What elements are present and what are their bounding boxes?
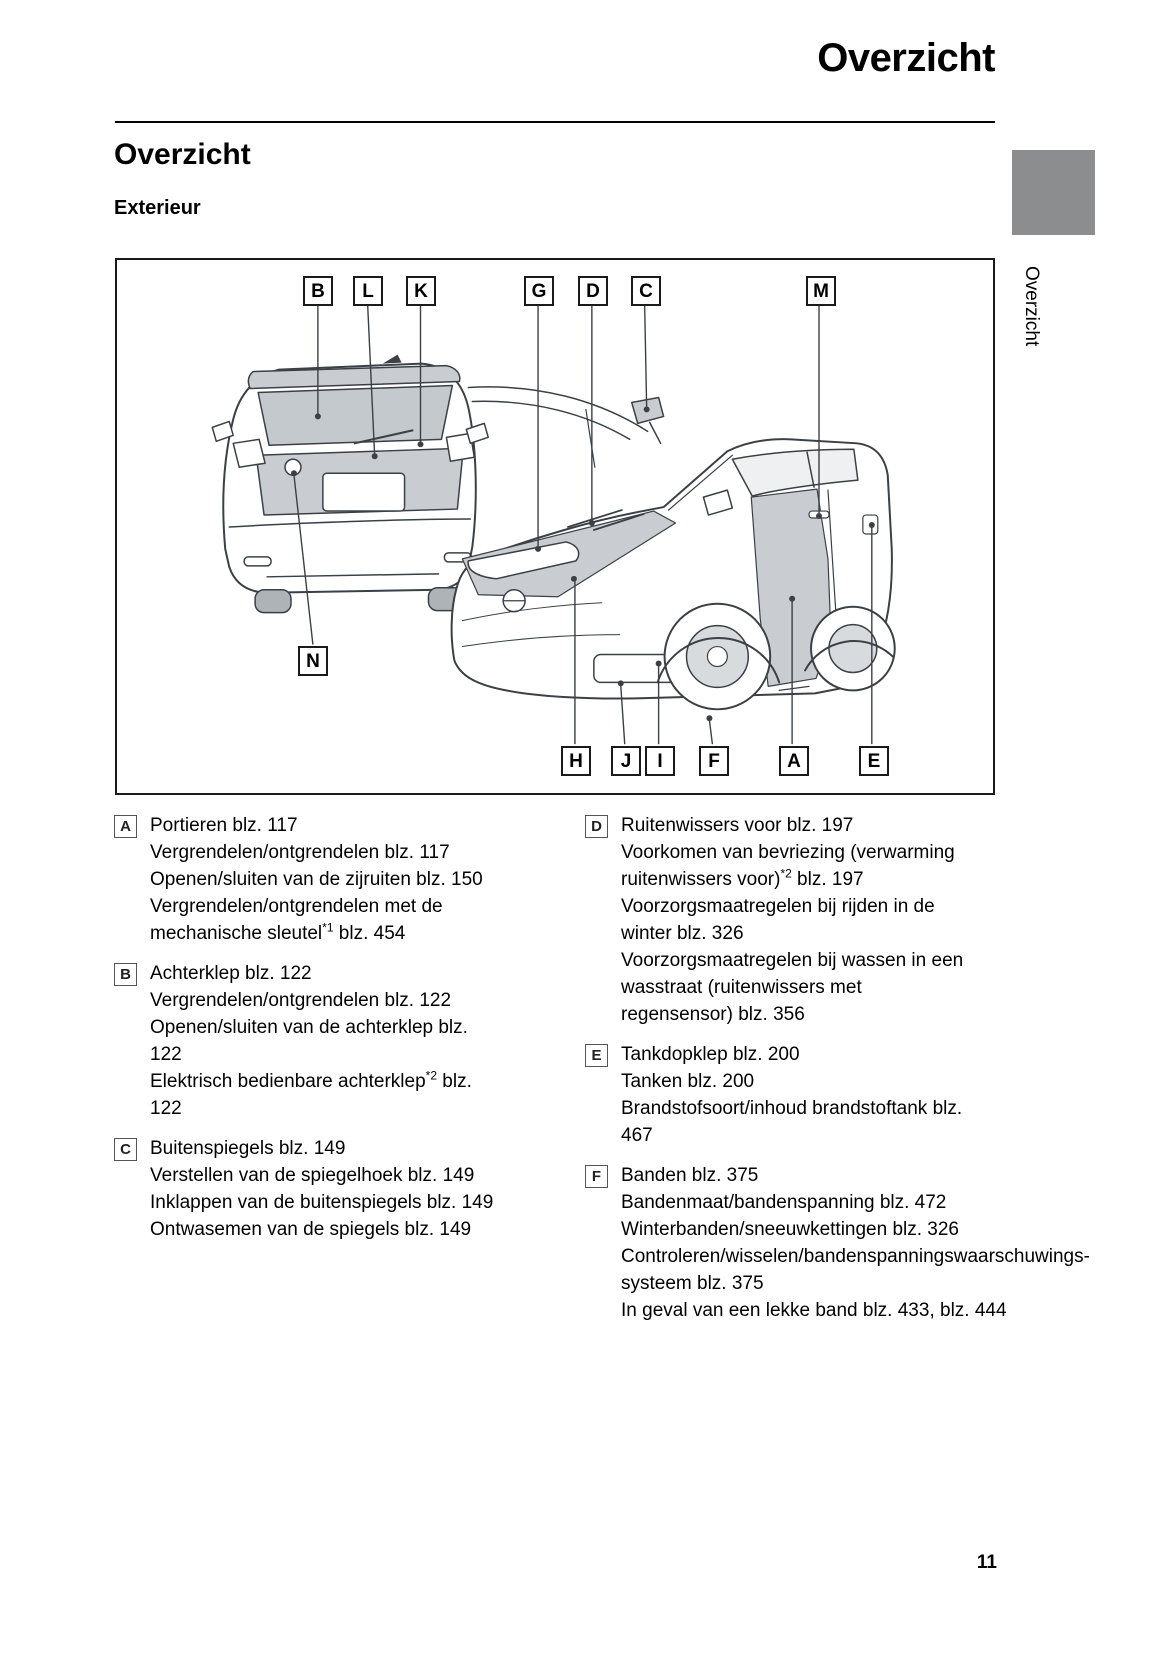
legend-entry: In geval van een lekke band blz. 433, bl… xyxy=(621,1300,1007,1321)
section-title: Overzicht xyxy=(114,138,251,171)
legend-key-D: D xyxy=(585,815,608,838)
page-header-title: Overzicht xyxy=(817,36,995,80)
page-number: 11 xyxy=(976,1552,997,1573)
legend-entry: Inklappen van de buitenspiegels blz. 149 xyxy=(150,1192,494,1213)
legend-entries-B: Achterklep blz. 122 Vergrendelen/ontgren… xyxy=(150,960,496,1122)
callout-box-H: H xyxy=(561,746,591,776)
legend-entry: Vergrendelen/ontgrendelen blz. 117 xyxy=(150,842,450,863)
legend-entry: Voorzorgsmaatregelen bij wassen in een w… xyxy=(621,950,964,1025)
callout-dots xyxy=(290,406,875,722)
callout-box-A: A xyxy=(779,746,809,776)
callout-box-N: N xyxy=(298,646,328,676)
legend-entries-A: Portieren blz. 117 Vergrendelen/ontgrend… xyxy=(150,812,496,947)
callout-lines xyxy=(293,305,873,745)
legend-entries-F: Banden blz. 375 Bandenmaat/bandenspannin… xyxy=(621,1162,1090,1324)
callout-box-F: F xyxy=(699,746,729,776)
legend-entry: Vergrendelen/ontgrendelen met de mechani… xyxy=(150,896,443,944)
legend-item-B: B Achterklep blz. 122 Vergrendelen/ontgr… xyxy=(114,960,496,1122)
legend-entry: Bandenmaat/bandenspanning blz. 472 xyxy=(621,1192,947,1213)
exterior-diagram: B L K G D C M N H J I F A E xyxy=(115,258,995,795)
legend-entries-E: Tankdopklep blz. 200 Tanken blz. 200 Bra… xyxy=(621,1041,975,1149)
legend-key-C: C xyxy=(114,1138,137,1161)
legend-item-A: A Portieren blz. 117 Vergrendelen/ontgre… xyxy=(114,812,496,947)
legend-entry: Brandstofsoort/inhoud brandstoftank blz.… xyxy=(621,1098,963,1146)
callout-box-B: B xyxy=(303,276,333,306)
callout-box-J: J xyxy=(611,746,641,776)
legend-entry: Elektrisch bedienbare achterklep*2 blz. … xyxy=(150,1068,472,1119)
legend-column-left: A Portieren blz. 117 Vergrendelen/ontgre… xyxy=(114,812,496,1324)
legend-entry: Vergrendelen/ontgrendelen blz. 122 xyxy=(150,990,452,1011)
car-rear-view-art xyxy=(211,354,489,614)
legend-key-E: E xyxy=(585,1044,608,1067)
legend-entry: Winterbanden/sneeuwkettingen blz. 326 xyxy=(621,1219,960,1240)
car-line-art xyxy=(211,305,896,745)
legend-entry: Openen/sluiten van de zijruiten blz. 150 xyxy=(150,869,483,890)
legend-entry: Ruitenwissers voor blz. 197 xyxy=(621,815,854,836)
legend-item-C: C Buitenspiegels blz. 149 Verstellen van… xyxy=(114,1135,496,1243)
legend-entry: Achterklep blz. 122 xyxy=(150,963,312,984)
chapter-tab-label: Overzicht xyxy=(1021,266,1042,347)
legend: A Portieren blz. 117 Vergrendelen/ontgre… xyxy=(114,812,1090,1324)
legend-entry: Voorkomen van bevriezing (verwarming rui… xyxy=(621,842,955,890)
legend-entry: Tankdopklep blz. 200 xyxy=(621,1044,800,1065)
legend-entry: Banden blz. 375 xyxy=(621,1165,759,1186)
header-divider xyxy=(115,121,995,123)
legend-item-F: F Banden blz. 375 Bandenmaat/bandenspann… xyxy=(585,1162,1090,1324)
callout-box-C: C xyxy=(631,276,661,306)
legend-entry: Openen/sluiten van de achterklep blz. 12… xyxy=(150,1017,468,1065)
legend-key-B: B xyxy=(114,963,137,986)
legend-column-right: D Ruitenwissers voor blz. 197 Voorkomen … xyxy=(585,812,1090,1324)
legend-entry: Tanken blz. 200 xyxy=(621,1071,755,1092)
legend-entries-D: Ruitenwissers voor blz. 197 Voorkomen va… xyxy=(621,812,975,1028)
legend-entry: Portieren blz. 117 xyxy=(150,815,298,836)
car-front-view-art xyxy=(450,396,896,711)
legend-item-E: E Tankdopklep blz. 200 Tanken blz. 200 B… xyxy=(585,1041,975,1149)
subsection-title: Exterieur xyxy=(114,197,201,219)
car-rear-side-lines xyxy=(467,386,649,468)
legend-entry: Verstellen van de spiegelhoek blz. 149 xyxy=(150,1165,475,1186)
callout-box-G: G xyxy=(524,276,554,306)
legend-key-A: A xyxy=(114,815,137,838)
callout-box-D: D xyxy=(578,276,608,306)
legend-item-D: D Ruitenwissers voor blz. 197 Voorkomen … xyxy=(585,812,975,1028)
chapter-tab-marker xyxy=(1012,150,1095,235)
legend-entry: Voorzorgsmaatregelen bij rijden in de wi… xyxy=(621,896,935,944)
legend-key-F: F xyxy=(585,1165,608,1188)
legend-entry: Ontwasemen van de spiegels blz. 149 xyxy=(150,1219,472,1240)
callout-box-K: K xyxy=(406,276,436,306)
callout-box-E: E xyxy=(859,746,889,776)
callout-box-L: L xyxy=(353,276,383,306)
callout-box-M: M xyxy=(806,276,836,306)
legend-entry: Controleren/wisselen/bandenspanningswaar… xyxy=(621,1246,1090,1294)
callout-box-I: I xyxy=(645,746,675,776)
legend-entry: Buitenspiegels blz. 149 xyxy=(150,1138,346,1159)
legend-entries-C: Buitenspiegels blz. 149 Verstellen van d… xyxy=(150,1135,496,1243)
